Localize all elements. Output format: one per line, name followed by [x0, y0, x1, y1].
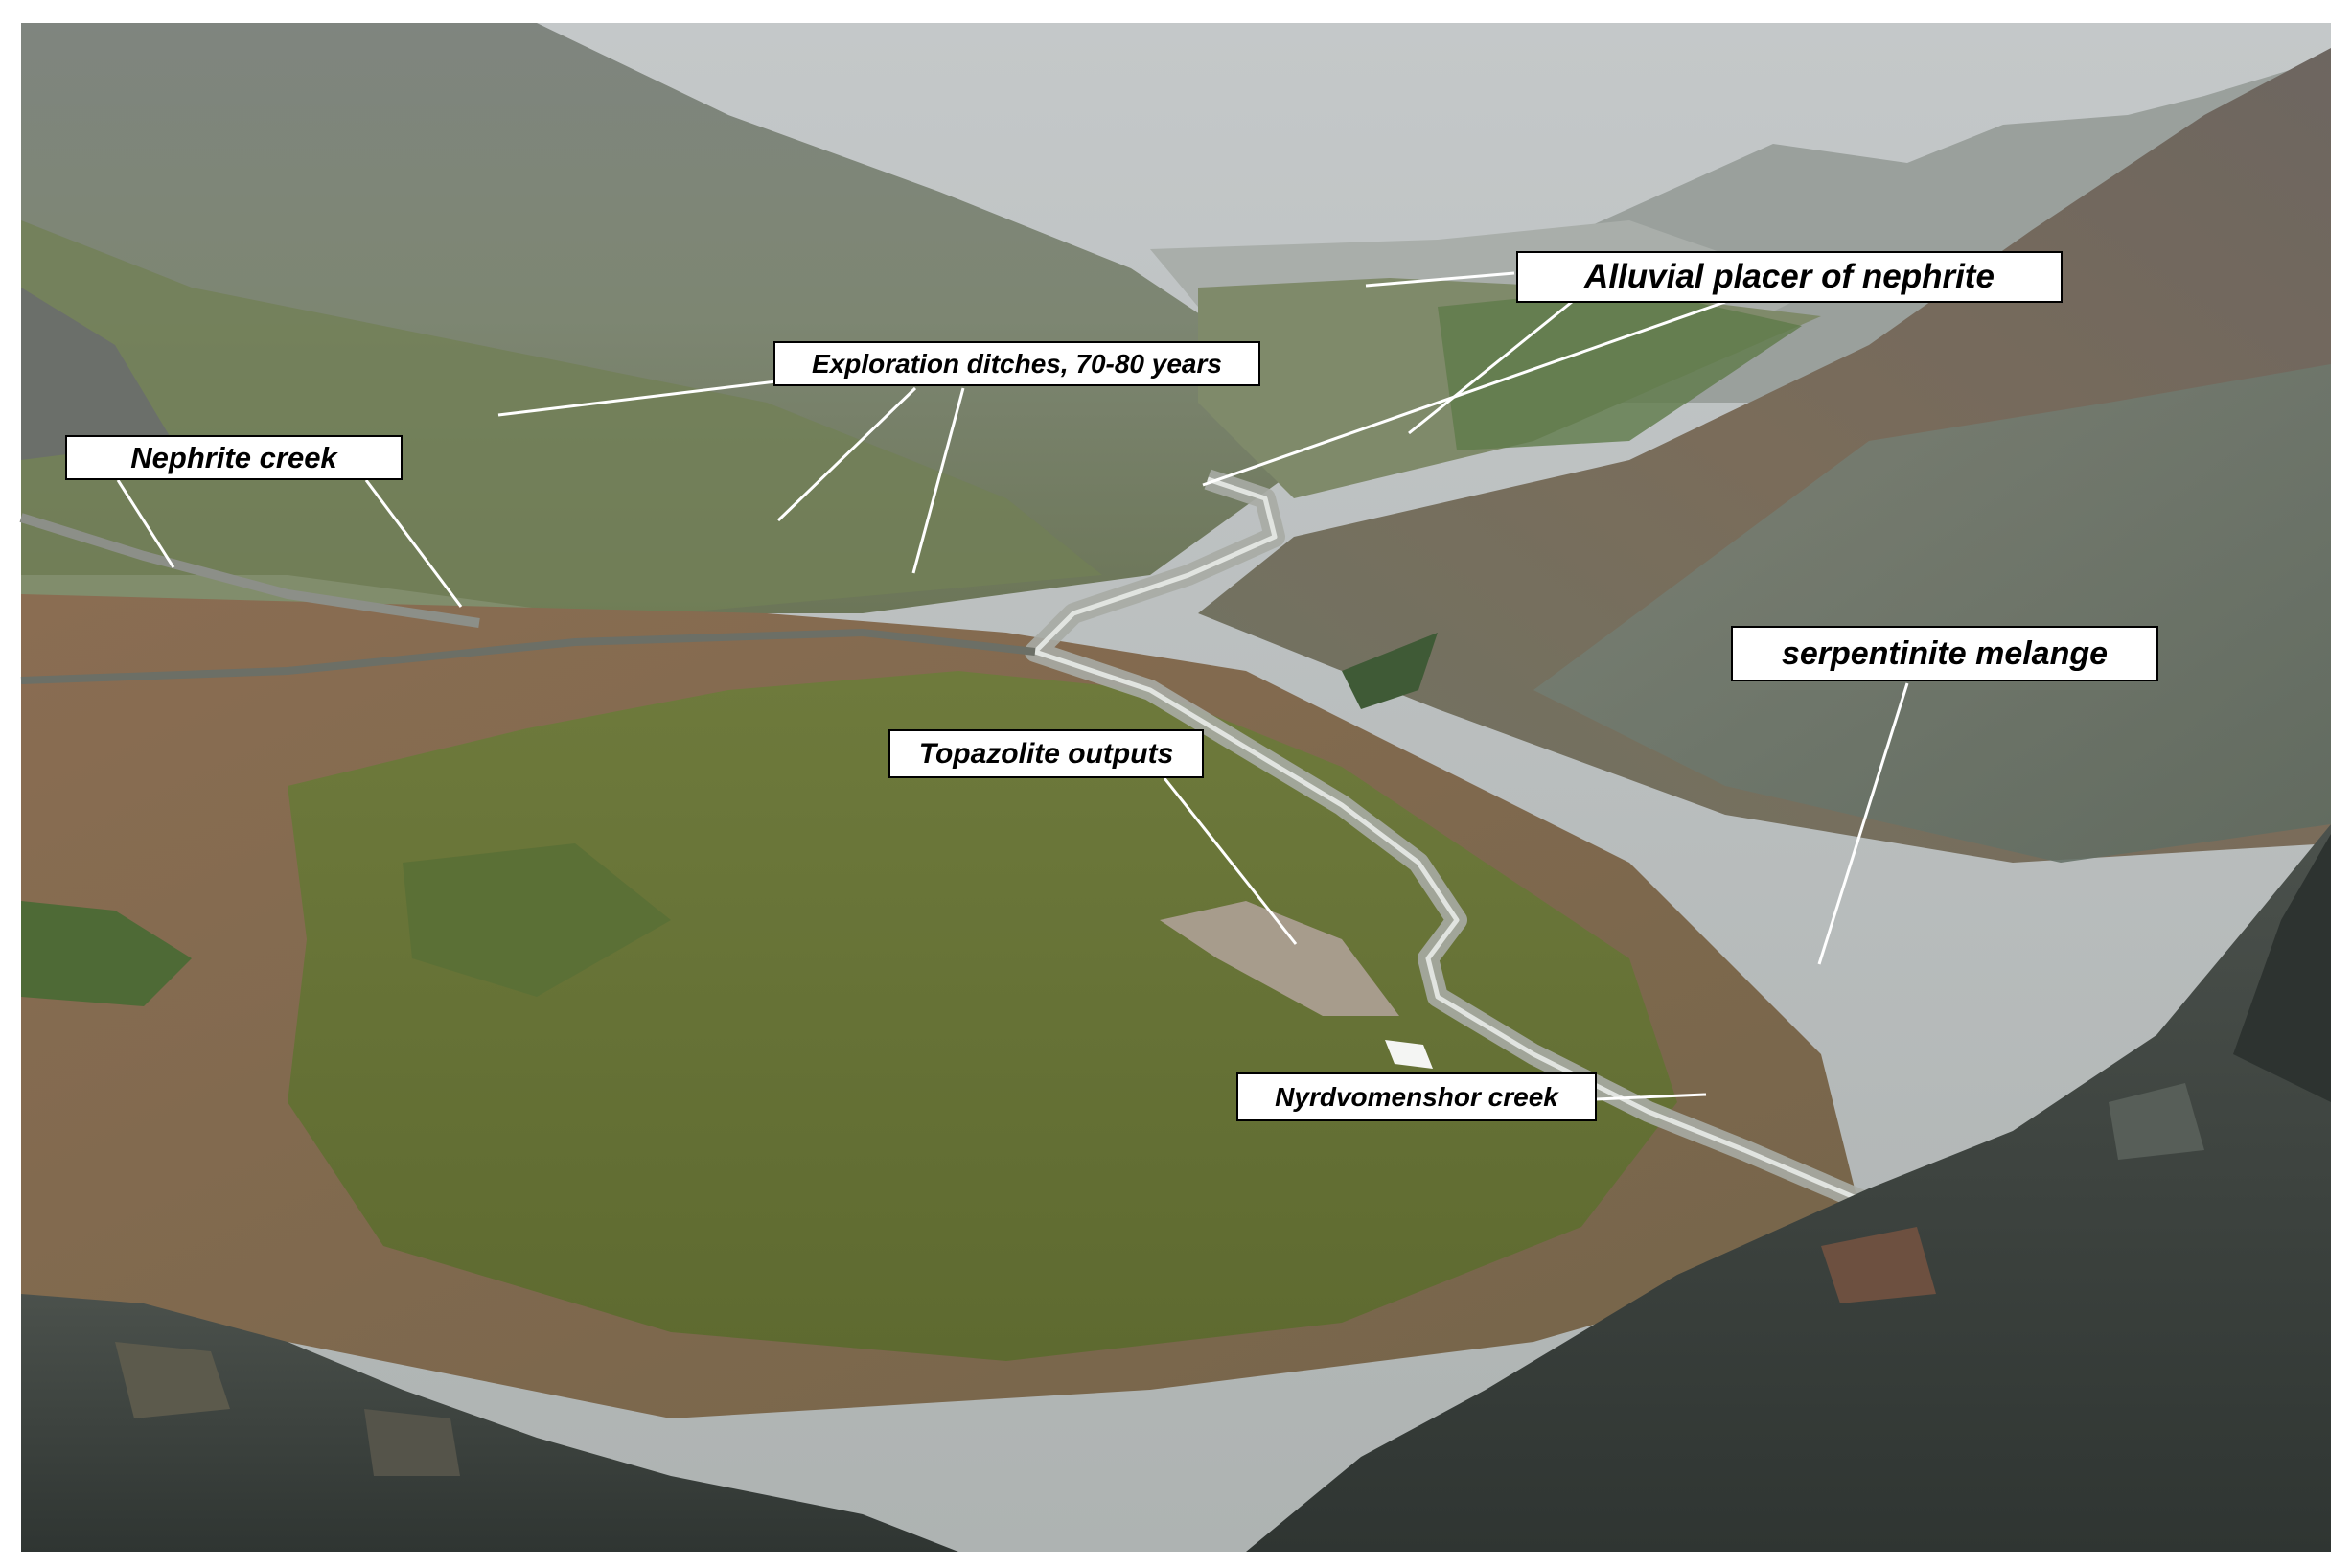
label-serpentinite-melange: serpentinite melange — [1731, 626, 2158, 681]
label-topazolite-outputs: Topazolite outputs — [888, 729, 1204, 778]
label-alluvial-placer: Alluvial placer of nephrite — [1516, 251, 2063, 303]
leader-lines — [116, 271, 1909, 1101]
label-exploration-ditches: Exploration ditches, 70-80 years — [773, 341, 1260, 386]
label-nyrdvomenshor-creek: Nyrdvomenshor creek — [1236, 1072, 1597, 1121]
label-nephrite-creek: Nephrite creek — [65, 435, 403, 480]
